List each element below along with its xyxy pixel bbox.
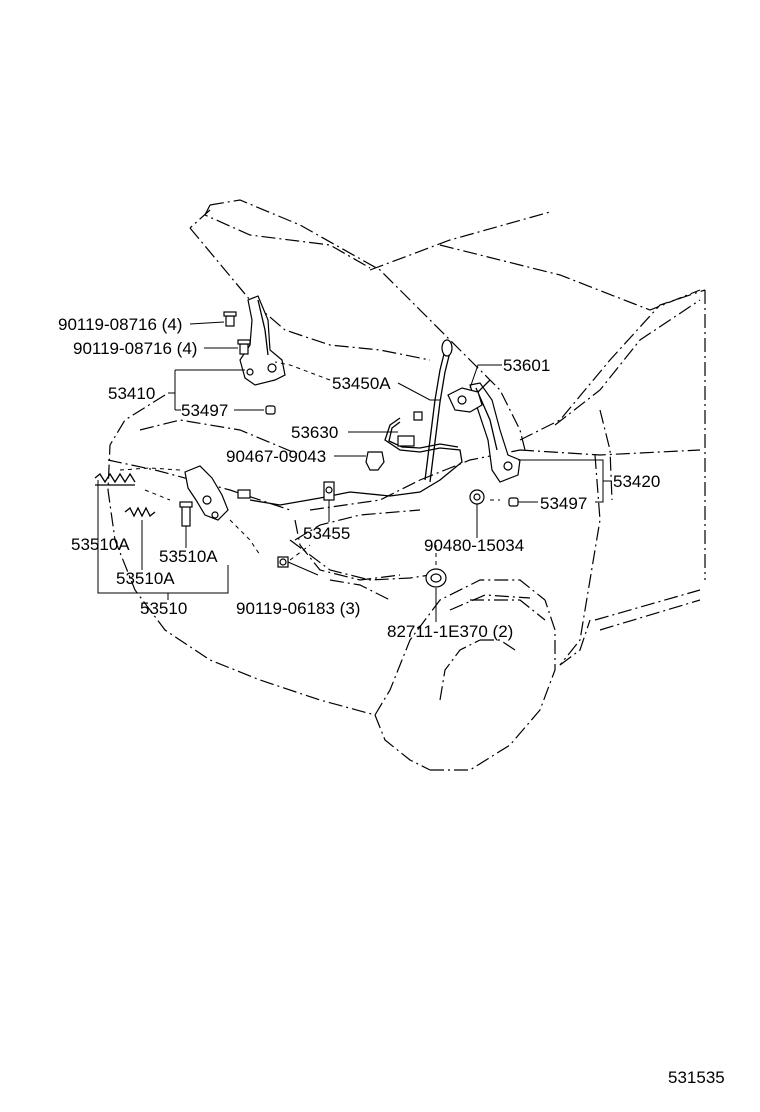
spring-b-icon xyxy=(124,506,156,518)
label-clip: 90467-09043 xyxy=(226,447,326,466)
leader-lines xyxy=(97,321,612,622)
label-lever-assy: 53455 xyxy=(303,524,350,543)
cushion-left-icon xyxy=(265,405,276,415)
label-spring-b: 53510A xyxy=(159,547,218,566)
car-body-outline xyxy=(107,199,706,771)
bolt-catch-icon xyxy=(277,556,289,568)
label-hinge-left: 53410 xyxy=(108,384,155,403)
label-cushion-right: 53497 xyxy=(540,494,587,513)
label-bolt-upper: 90119-08716 (4) xyxy=(58,315,182,334)
bolt-icon-lower xyxy=(237,339,251,355)
label-spring-a: 53510A xyxy=(71,535,130,554)
label-clamp: 82711-1E370 (2) xyxy=(387,622,513,641)
spring-c-icon xyxy=(179,501,193,527)
hood-stay-rod xyxy=(424,339,453,483)
catch-assy xyxy=(184,465,251,521)
cushion-right-icon xyxy=(508,497,519,507)
figure-id: 531535 xyxy=(668,1068,725,1087)
label-hinge-right: 53420 xyxy=(613,472,660,491)
label-lock-assy: 53601 xyxy=(503,356,550,375)
bolt-icon-upper xyxy=(223,311,237,327)
label-cushion-left: 53497 xyxy=(181,401,228,420)
label-grommet: 90480-15034 xyxy=(424,536,524,555)
label-bolt-catch: 90119-06183 (3) xyxy=(236,599,360,618)
label-spring-c: 53510A xyxy=(116,569,175,588)
lever-assy xyxy=(323,481,335,501)
label-hood-stay: 53450A xyxy=(332,374,391,393)
clamp-icon xyxy=(425,568,447,588)
label-bolt-lower: 90119-08716 (4) xyxy=(73,339,197,358)
spring-a-icon xyxy=(94,472,136,486)
lock-assy xyxy=(447,379,491,413)
hinge-left xyxy=(239,295,286,386)
label-catch-assy: 53510 xyxy=(140,599,187,618)
grommet-icon xyxy=(469,489,485,505)
label-release-cable: 53630 xyxy=(291,423,338,442)
clip-icon xyxy=(365,451,385,471)
